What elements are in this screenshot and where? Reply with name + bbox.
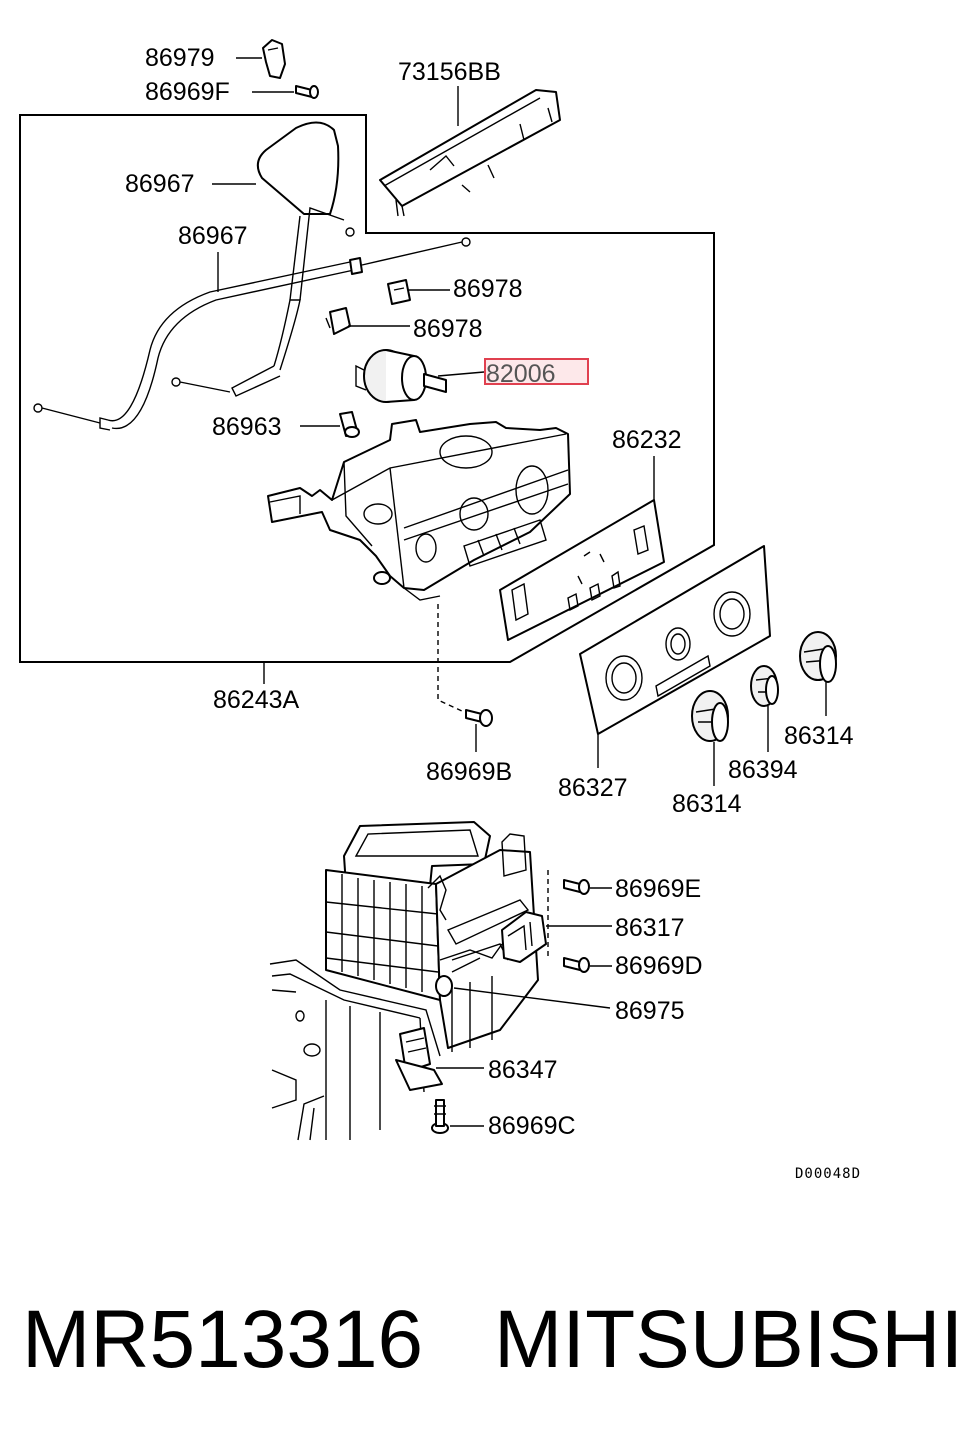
switch-82006 (355, 349, 447, 403)
label-86347: 86347 (488, 1056, 558, 1084)
label-86232: 86232 (612, 426, 682, 454)
clip-86978-upper (387, 279, 411, 305)
label-86243a: 86243A (213, 686, 300, 714)
knob-86314-right (799, 631, 837, 683)
clip-86979 (262, 39, 286, 79)
screw-86969d (563, 957, 590, 973)
label-86314-right: 86314 (784, 722, 854, 750)
duct-73156bb (379, 89, 561, 217)
control-unit-86243a (267, 419, 571, 601)
label-86978-lower: 86978 (413, 315, 483, 343)
label-86975: 86975 (615, 997, 685, 1025)
knob-86394 (750, 665, 779, 707)
footer-part-number: MR513316 (22, 1294, 424, 1385)
actuator-86317 (439, 911, 547, 973)
label-82006: 82006 (486, 360, 556, 388)
screw-86969f (295, 85, 319, 99)
label-73156bb: 73156BB (398, 58, 501, 86)
label-86967-lower: 86967 (178, 222, 248, 250)
label-86978-upper: 86978 (453, 275, 523, 303)
label-86394: 86394 (728, 756, 798, 784)
label-86317: 86317 (615, 914, 685, 942)
footer: MR513316 MITSUBISHI (0, 1290, 960, 1400)
label-86979: 86979 (145, 44, 215, 72)
label-86969f: 86969F (145, 78, 230, 106)
screw-86969e (563, 879, 590, 895)
screw-86969b (465, 709, 493, 727)
knob-86314-left (691, 690, 729, 742)
circuit-plate-86232 (499, 499, 665, 641)
clip-86978-lower (325, 307, 351, 335)
label-86327: 86327 (558, 774, 628, 802)
label-86969c: 86969C (488, 1112, 576, 1140)
assembly-frame (19, 114, 715, 663)
label-86969b: 86969B (426, 758, 512, 786)
drawing-code: D00048D (795, 1166, 861, 1182)
label-86967-upper: 86967 (125, 170, 195, 198)
label-86963: 86963 (212, 413, 282, 441)
label-86969d: 86969D (615, 952, 703, 980)
cable-86967-lower (33, 237, 471, 431)
parts-diagram: 86979 86969F 73156BB 86967 (19, 39, 861, 1182)
label-86969e: 86969E (615, 875, 701, 903)
highlight-box-82006 (484, 358, 589, 385)
connector-86347 (395, 1027, 443, 1091)
face-panel-86327 (579, 545, 771, 735)
screw-86969c (431, 1099, 449, 1134)
heater-unit (269, 821, 539, 1141)
grommet-86975 (435, 975, 453, 997)
cable-86967-upper (171, 121, 355, 397)
bulb-86963 (339, 411, 360, 438)
footer-brand: MITSUBISHI (494, 1294, 960, 1385)
label-86314-left: 86314 (672, 790, 742, 818)
